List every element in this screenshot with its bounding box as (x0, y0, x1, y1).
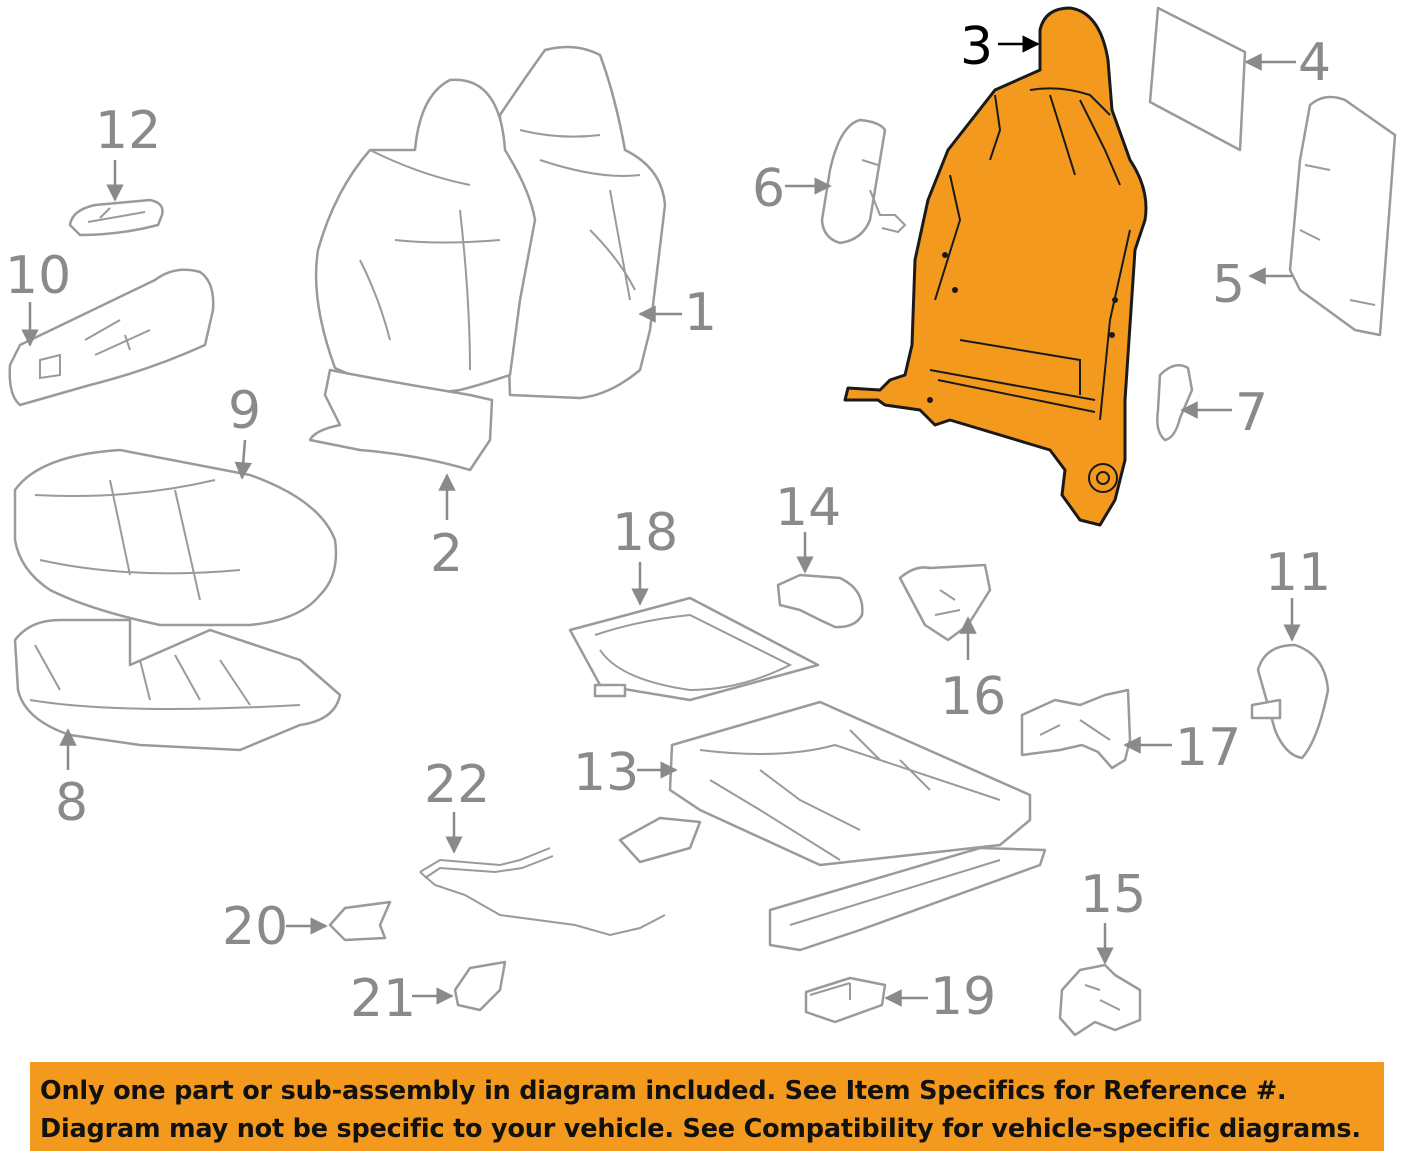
part-11-knob-cover (1250, 643, 1330, 760)
callout-10: 10 (5, 246, 71, 306)
callout-20: 20 (222, 897, 288, 957)
callout-6: 6 (752, 159, 785, 219)
disclaimer-line-2: Diagram may not be specific to your vehi… (40, 1114, 1361, 1144)
part-15-bracket (1058, 963, 1142, 1037)
callout-2: 2 (430, 524, 463, 584)
part-9-cushion-cover (13, 448, 338, 627)
part-7-hinge-cover (1156, 363, 1194, 442)
part-5-back-board (1288, 95, 1397, 337)
callout-16: 16 (940, 667, 1006, 727)
part-3-seatback-frame (843, 6, 1148, 527)
callout-19: 19 (930, 967, 996, 1027)
disclaimer-banner: Only one part or sub-assembly in diagram… (30, 1062, 1384, 1151)
part-19-connector (804, 976, 887, 1024)
callout-14: 14 (775, 478, 841, 538)
callout-11: 11 (1265, 543, 1331, 603)
callout-4: 4 (1298, 33, 1331, 93)
part-1-seatback-cover (498, 45, 667, 400)
part-20-cover (328, 900, 392, 942)
part-21-cover (453, 960, 507, 1012)
callout-8: 8 (55, 773, 88, 833)
callout-7: 7 (1235, 383, 1268, 443)
part-22-wire (419, 847, 666, 937)
callout-5: 5 (1212, 255, 1245, 315)
seat-parts-diagram: 12 10 9 2 1 3 4 5 6 7 8 14 18 16 11 17 1… (5, 6, 1397, 1037)
callout-3: 3 (960, 17, 993, 77)
part-12-trim-cap (68, 198, 164, 237)
callout-15: 15 (1080, 865, 1146, 925)
callout-17: 17 (1175, 718, 1241, 778)
part-8-cushion-pad (13, 618, 342, 752)
part-17-hinge-bracket (1020, 688, 1132, 770)
callout-18: 18 (612, 503, 678, 563)
part-4-back-sheet (1148, 6, 1247, 152)
callout-21: 21 (350, 969, 416, 1029)
callout-22: 22 (424, 755, 490, 815)
part-2-seatback-pad (308, 78, 537, 472)
callout-arrows (21, 35, 1301, 1007)
callout-9: 9 (228, 381, 261, 441)
part-16-bracket (898, 563, 992, 642)
callout-12: 12 (95, 101, 161, 161)
part-10-recliner-cover (8, 268, 215, 407)
callout-13: 13 (573, 743, 639, 803)
part-6-side-airbag (820, 118, 907, 245)
disclaimer-line-1: Only one part or sub-assembly in diagram… (40, 1076, 1287, 1106)
part-13-seat-adjuster (618, 700, 1047, 952)
callout-labels: 12 10 9 2 1 3 4 5 6 7 8 14 18 16 11 17 1… (5, 17, 1331, 1029)
part-14-bracket-cover (776, 573, 864, 629)
part-18-seat-mat (568, 596, 820, 702)
callout-1: 1 (684, 283, 717, 343)
